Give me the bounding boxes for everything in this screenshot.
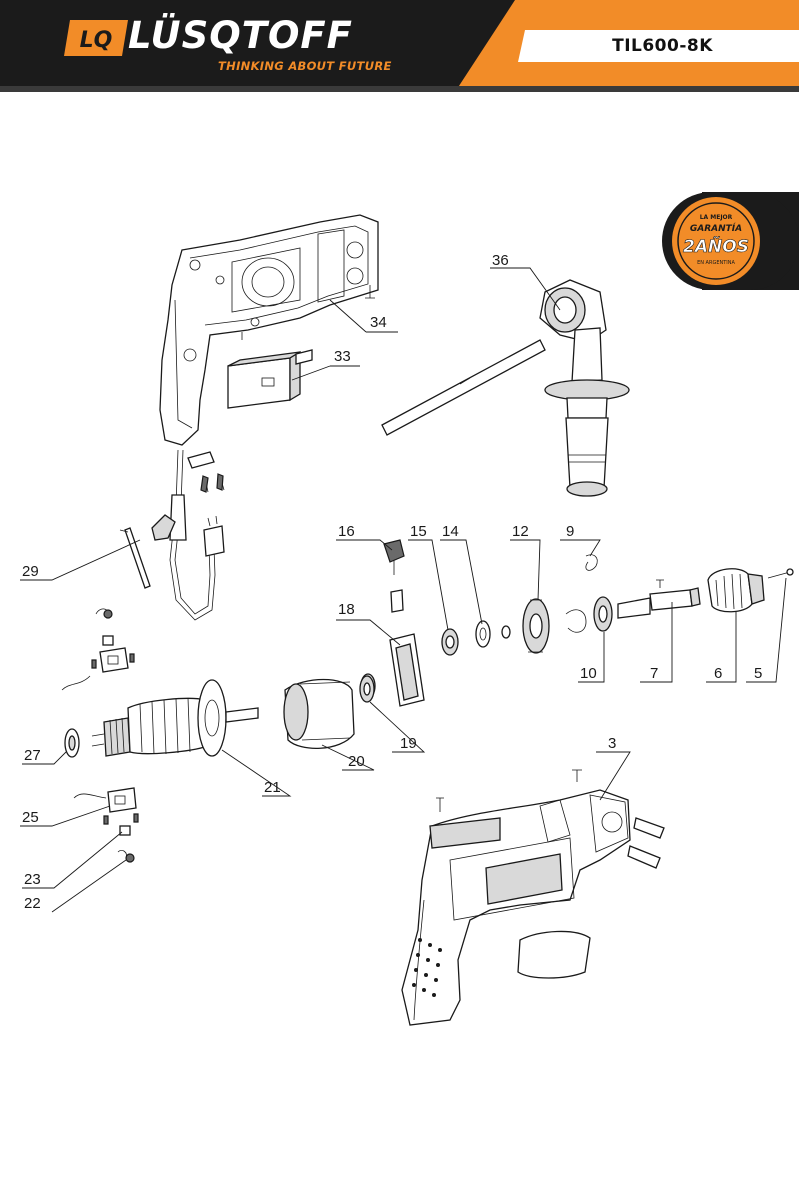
part-label-6: 6	[714, 665, 722, 682]
page-header: LQ LÜSQTOFF THINKING ABOUT FUTURE TIL600…	[0, 0, 799, 92]
part-label-33: 33	[334, 348, 351, 365]
logo-mark: LQ	[80, 28, 113, 53]
part-label-20: 20	[348, 753, 365, 770]
part-label-9: 9	[566, 523, 574, 540]
warranty-badge: LA MEJOR GARANTÍA 2AÑOS EN ARGENTINA	[662, 192, 799, 290]
part-label-18: 18	[338, 601, 355, 618]
part-label-21: 21	[264, 779, 281, 796]
part-label-36: 36	[492, 252, 509, 269]
cable-illustration	[119, 449, 225, 621]
part-label-29: 29	[22, 563, 39, 580]
part-label-5: 5	[754, 665, 762, 682]
part-label-25: 25	[22, 809, 39, 826]
part-label-16: 16	[338, 523, 355, 540]
brand-name: LÜSQTOFF	[128, 14, 353, 57]
part-labels: 36 34 33 29 16 15 14 12 9 18 10 7 6 5 27…	[22, 252, 762, 912]
badge-seal-icon	[672, 197, 760, 285]
gear-train-illustration	[441, 554, 598, 656]
badge-line-2: GARANTÍA	[690, 222, 742, 234]
leader-lines	[20, 267, 787, 913]
part-label-12: 12	[512, 523, 529, 540]
part-label-10: 10	[580, 665, 597, 682]
logo-icon: LQ	[64, 20, 128, 56]
part-label-34: 34	[370, 314, 387, 331]
part-label-7: 7	[650, 665, 658, 682]
switch-illustration	[227, 349, 313, 409]
brand-tagline: THINKING ABOUT FUTURE	[218, 59, 392, 73]
part-label-3: 3	[608, 735, 616, 752]
exploded-view-diagram: 36 34 33 29 16 15 14 12 9 18 10 7 6 5 27…	[20, 214, 794, 1026]
motor-illustration	[61, 608, 375, 863]
housing-right-illustration	[401, 769, 665, 1026]
badge-line-3: 2AÑOS	[683, 234, 749, 257]
spindle-chuck-illustration	[593, 568, 794, 632]
part-label-19: 19	[400, 735, 417, 752]
part-label-22: 22	[24, 895, 41, 912]
part-label-15: 15	[410, 523, 427, 540]
badge-line-1: LA MEJOR	[700, 214, 733, 221]
selector-illustration	[360, 539, 425, 707]
housing-left-illustration	[159, 214, 379, 446]
grip-dots	[412, 938, 442, 997]
header-background	[0, 0, 799, 92]
part-label-23: 23	[24, 871, 41, 888]
side-handle-illustration	[381, 279, 630, 497]
part-label-14: 14	[442, 523, 459, 540]
part-label-27: 27	[24, 747, 41, 764]
badge-line-4: EN ARGENTINA	[697, 260, 735, 266]
model-number: TIL600-8K	[612, 36, 713, 56]
